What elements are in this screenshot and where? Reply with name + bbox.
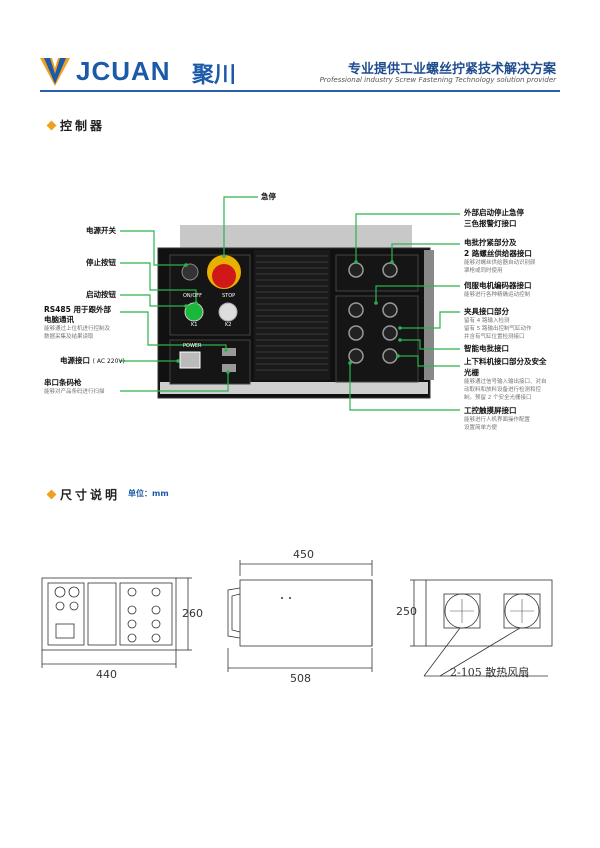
label-servo-encoder: 伺服电机编码器接口 [464,281,532,290]
label-loader: 上下料机接口部分及安全 [464,357,547,366]
panel-power-text: POWER [183,343,202,349]
label-power-switch: 电源开关 [86,226,116,235]
desc-screwdriver-line2: 罩枪或同时使用 [464,268,503,274]
label-screwdriver: 电批拧紧部分及 [464,238,517,247]
unit-note: 单位：mm [128,489,169,498]
desc-serial-scanner: 能够对产品条码进行扫描 [44,389,105,395]
label-power-port: 电源接口 ( AC 220V) [60,356,125,365]
tagline-cn: 专业提供工业螺丝拧紧技术解决方案 [347,62,556,77]
desc-loader-line2: 动取料和放料设备进行检测和控 [464,387,542,393]
panel-k2-text: K2 [225,322,232,328]
desc-touchscreen-line2: 设置简单方便 [464,425,498,431]
fan-note: 2-105 散热风扇 [450,666,530,679]
section-title-controller: 控制器 [60,119,106,133]
dim-front-height: 260 [182,607,203,620]
label-start-button: 启动按钮 [86,290,116,299]
label-power-port-voltage: ( AC 220V) [92,358,125,365]
label-emergency-stop: 急停 [261,192,276,201]
desc-touchscreen: 能够进行人机界面操作配置 [464,417,531,423]
section-title-dimensions: 尺寸说明 [60,488,121,502]
brand-name-en: JCUAN [76,56,171,86]
label-touchscreen: 工控触摸屏接口 [464,406,517,415]
panel-stop-text: STOP [222,293,236,299]
label-rs485: RS485 用于跟外部 [44,305,111,314]
dim-top-depth: 508 [290,672,311,685]
jcuan-logo-icon [40,58,70,86]
panel-k1-text: K1 [191,322,198,328]
header-divider [40,90,560,92]
desc-loader-line3: 制。预留 2 个安全光栅接口 [464,395,532,401]
panel-onoff-text: ON/OFF [183,293,203,299]
label-ext-start: 外部启动停止急停 [464,208,524,217]
dim-rear-height: 250 [396,605,417,618]
brand-name-cn: 聚川 [192,63,237,88]
label-loader-line2: 光栅 [464,368,479,377]
desc-rs485-line2: 数据采集及结果读取 [44,334,94,340]
label-ext-start-line2: 三色报警灯接口 [464,219,517,228]
label-screwdriver-line2: 2 路螺丝供给器接口 [464,249,532,258]
dim-top-width: 450 [293,548,314,561]
label-smart-driver: 智能电批接口 [464,344,509,353]
desc-servo-encoder: 能够进行各种精确运动控制 [464,292,531,298]
desc-fixture-line3: 并含有气缸位置检测接口 [464,334,525,340]
desc-fixture: 留有 4 路输入检测 [464,318,510,324]
desc-loader: 能够通过信号输入输出接口、对自 [464,379,547,385]
tagline-en: Professional industry Screw Fastening Te… [319,76,556,84]
desc-fixture-line2: 留有 5 路输出控制气缸动作 [464,326,532,332]
label-rs485-line2: 电脑通讯 [44,315,74,324]
label-serial-scanner: 串口条码枪 [44,378,82,387]
dim-front-width: 440 [96,668,117,681]
label-fixture: 夹具接口部分 [464,307,509,316]
label-stop-button: 停止按钮 [86,258,116,267]
desc-screwdriver: 能够对螺丝供给器自动识别颜 [464,260,536,266]
desc-rs485: 能够通过上位机进行控制及 [44,326,111,332]
